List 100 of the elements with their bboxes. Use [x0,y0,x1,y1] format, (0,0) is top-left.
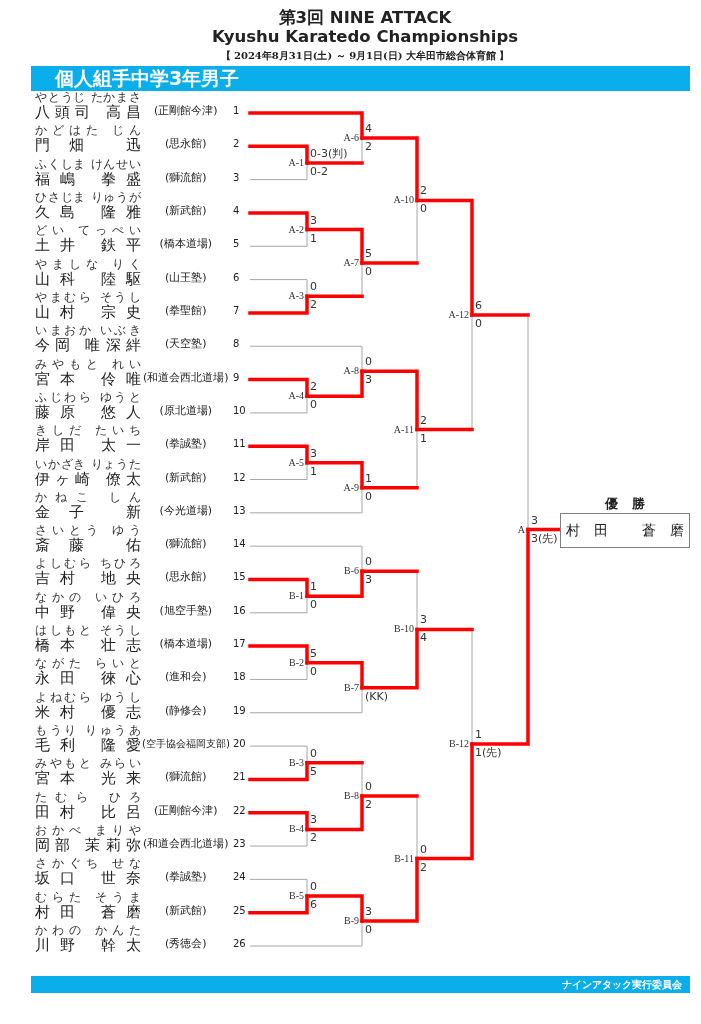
competitor-name: 藤原 悠人 [35,403,141,421]
club-name: (拳誠塾) [165,436,207,452]
match-label: B-7 [344,681,362,694]
score-label: 3(先) [531,532,558,545]
seed-number: 12 [233,470,246,484]
score-label: 0 [365,556,372,569]
club-name: (旭空手塾) [159,602,213,618]
seed-number: 25 [233,903,246,917]
score-label: 1 [475,729,482,741]
name-reading: かどはた じん [35,124,141,138]
category-banner: 個人組手中学3年男子 [31,66,690,91]
seed-number: 15 [233,570,246,584]
competitor-name: 坂口 世奈 [35,870,141,888]
score-label: 2 [420,185,427,198]
name-reading: ながた らいと [35,657,141,671]
bracket-line [249,487,363,514]
name-reading: おかべ まりや [35,824,141,838]
club-name: (秀徳会) [165,936,207,951]
club-name: (和道会西北道場) [143,369,229,385]
name-reading: よしむら ちひろ [35,557,141,571]
bracket-line [249,279,308,297]
seed-number: 26 [233,937,246,950]
seed-number: 4 [233,203,240,217]
score-label: 0 [310,599,317,612]
footer-banner: ナインアタック実行委員会 [31,976,690,993]
competitor-name: 金子 新 [35,503,141,521]
club-name: (今光道場) [159,502,213,518]
score-label: 0 [420,203,427,216]
club-name: (正剛館今津) [154,103,218,118]
competitor-name: 土井 鉄平 [35,237,141,255]
club-name: (和道会西北道場) [143,836,229,852]
score-label: 1 [310,581,317,594]
competitor-name: 伊ヶ崎 僚太 [35,470,141,488]
score-label: 4 [420,632,427,645]
seed-number: 5 [233,237,240,251]
title: 第3回 NINE ATTACK Kyushu Karatedo Championships [210,8,519,46]
score-label: 1 [365,472,372,485]
bracket-line [249,745,308,764]
competitor-name: 中野 偉央 [35,603,141,621]
club-name: (新武館) [165,902,207,918]
competitor-name: 山科 陸駆 [35,270,141,288]
match-label: B-5 [289,890,307,902]
competitor-name: 宮本 伶唯 [35,370,141,388]
score-label: 5 [365,247,372,260]
bracket-line [249,462,308,480]
name-reading: みやもと れい [35,357,141,371]
club-name: (橋本道場) [159,636,213,652]
seed-number: 17 [233,637,246,651]
name-reading: はしもと そうし [35,624,141,638]
score-label: 3 [365,906,372,918]
competitor-name: 門畑 迅 [35,137,141,155]
name-reading: かわの かんた [35,924,141,937]
bracket-line [249,229,308,247]
match-label: A-4 [288,390,307,403]
score-label: 0-2 [310,165,328,178]
score-label: 5 [310,647,317,660]
club-name: (新武館) [165,202,207,218]
bracket-line [249,828,308,847]
competitor-name: 毛利 隆愛 [35,737,141,755]
club-name: (思永館) [165,136,207,152]
match-label: A-8 [343,365,362,378]
score-label: 3 [531,514,538,527]
seed-number: 23 [233,837,246,851]
name-reading: よねむら ゆうし [35,690,141,704]
score-label: 0 [310,881,317,893]
name-reading: かねこ しん [35,490,141,504]
club-name: (新武館) [165,469,207,485]
score-label: 0 [365,265,372,278]
score-label: 2 [420,414,427,427]
competitor-name: 斎藤 佑 [35,537,141,555]
score-label: 2 [310,299,317,312]
match-label: B-3 [289,756,307,769]
match-label: B-9 [344,915,362,927]
match-label: A [517,523,528,536]
match-label: B-1 [289,590,307,603]
score-label: 3 [420,614,427,627]
match-label: A-7 [343,256,362,269]
name-reading: なかの いひろ [35,590,141,604]
competitor-name: 橋本 壮志 [35,637,141,655]
name-reading: いかざき りょうた [35,457,141,471]
score-label: 1 [420,432,427,445]
competitor-name: 川野 幹太 [35,937,141,954]
bracket-line [249,595,308,614]
name-reading: やまむら そうし [35,290,141,304]
seed-number: 18 [233,670,246,684]
name-reading: さかぐち せな [35,857,141,871]
competitor-name: 岡部 茉莉弥 [35,837,141,855]
bracket-line [526,527,562,532]
bracket-line [249,687,363,714]
score-label: 2 [420,861,427,874]
club-name: (拳誠塾) [165,869,207,885]
score-label: 2 [365,799,372,812]
match-label: B-2 [289,656,307,669]
bracket-line [249,662,308,680]
name-reading: どい てっぺい [35,224,141,238]
club-name: (獅流館) [165,536,207,552]
match-label: A-2 [288,223,307,236]
competitor-name: 八頭司 高昌 [35,104,141,121]
club-name: (静修会) [165,702,207,718]
score-label: 0 [310,747,317,760]
